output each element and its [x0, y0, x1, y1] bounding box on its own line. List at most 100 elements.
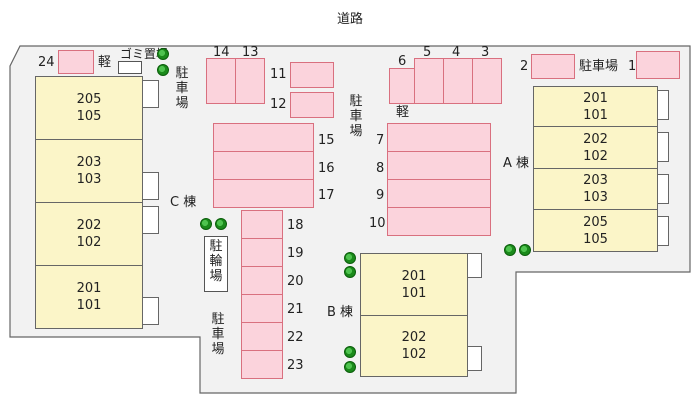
parking-space-20	[241, 266, 283, 295]
tree-icon	[344, 252, 356, 264]
tree-icon	[344, 346, 356, 358]
unit-lower: 103	[583, 190, 608, 205]
parking-space-24	[58, 50, 94, 74]
a-balcony	[657, 132, 669, 162]
space-number-21: 21	[287, 302, 304, 317]
parking-space-3	[472, 58, 502, 104]
parking-space-10	[387, 207, 491, 236]
c-balcony	[142, 80, 159, 108]
a-balcony	[657, 216, 669, 246]
unit-upper: 201	[401, 268, 427, 284]
space-number-6: 6	[398, 54, 407, 69]
a-building-label: A 棟	[503, 156, 530, 171]
tree-icon	[157, 64, 169, 76]
unit-upper: 201	[76, 281, 102, 296]
road-label: 道路	[336, 12, 363, 27]
tree-icon	[157, 48, 169, 60]
parking-space-21	[241, 294, 283, 323]
parking-space-5	[414, 58, 444, 104]
c-unit-202: 202 102	[35, 202, 143, 266]
kei-label-middle: 軽	[396, 105, 410, 120]
a-balcony	[657, 90, 669, 120]
space-number-9: 9	[376, 188, 385, 203]
kei-label-top-left: 軽	[98, 55, 112, 70]
space-number-3: 3	[481, 45, 490, 60]
unit-upper: 202	[401, 330, 427, 345]
parking-label-vertical: 駐車場	[175, 66, 189, 111]
unit-lower: 102	[76, 235, 102, 250]
unit-lower: 101	[401, 285, 427, 301]
parking-space-23	[241, 350, 283, 379]
parking-space-2	[531, 54, 575, 79]
tree-icon	[215, 218, 227, 230]
space-number-24: 24	[38, 55, 55, 70]
tree-icon	[344, 266, 356, 278]
a-balcony	[657, 174, 669, 204]
parking-space-17	[213, 179, 314, 208]
parking-space-13	[235, 58, 265, 104]
space-number-17: 17	[318, 188, 335, 203]
space-number-1: 1	[628, 59, 637, 74]
unit-upper: 205	[76, 92, 102, 107]
space-number-2: 2	[520, 59, 529, 74]
space-number-4: 4	[452, 45, 461, 60]
b-unit-201: 201 101	[360, 253, 468, 316]
space-number-19: 19	[287, 246, 304, 261]
parking-space-6	[389, 68, 415, 104]
parking-space-15	[213, 123, 314, 152]
unit-lower: 103	[76, 172, 102, 187]
space-number-15: 15	[318, 133, 335, 148]
space-number-14: 14	[213, 45, 230, 60]
parking-space-18	[241, 210, 283, 239]
parking-space-9	[387, 179, 491, 208]
unit-upper: 202	[76, 218, 102, 233]
c-balcony	[142, 206, 159, 234]
space-number-7: 7	[376, 133, 385, 148]
c-unit-205: 205 105	[35, 76, 143, 140]
tree-icon	[200, 218, 212, 230]
c-balcony	[142, 297, 159, 325]
parking-space-11	[290, 62, 334, 88]
c-building-label: C 棟	[170, 195, 197, 210]
c-unit-201: 201 101	[35, 265, 143, 329]
parking-space-7	[387, 123, 491, 152]
unit-upper: 201	[583, 90, 608, 106]
b-balcony	[467, 253, 482, 278]
parking-space-1	[636, 51, 680, 79]
tree-icon	[504, 244, 516, 256]
unit-upper: 203	[583, 173, 608, 188]
garbage-box	[118, 61, 142, 74]
unit-upper: 205	[583, 214, 608, 230]
unit-lower: 105	[76, 109, 102, 124]
garbage-label: ゴミ置場	[120, 47, 169, 61]
unit-lower: 102	[583, 148, 608, 164]
a-unit-205: 205 105	[533, 209, 658, 252]
bike-parking: 駐輪場	[204, 236, 228, 292]
parking-label-vertical: 駐車場	[349, 94, 363, 139]
b-building-label: B 棟	[327, 305, 354, 320]
c-unit-203: 203 103	[35, 139, 143, 203]
space-number-18: 18	[287, 218, 304, 233]
tree-icon	[519, 244, 531, 256]
space-number-16: 16	[318, 161, 335, 176]
space-number-11: 11	[270, 67, 287, 82]
parking-label-horizontal: 駐車場	[579, 59, 619, 74]
a-unit-203: 203 103	[533, 168, 658, 210]
space-number-23: 23	[287, 358, 304, 373]
unit-lower: 102	[401, 347, 427, 362]
b-unit-202: 202 102	[360, 315, 468, 377]
unit-lower: 101	[76, 298, 102, 313]
unit-upper: 203	[76, 155, 102, 170]
space-number-13: 13	[242, 45, 259, 60]
unit-lower: 105	[583, 231, 608, 247]
space-number-22: 22	[287, 330, 304, 345]
parking-space-12	[290, 92, 334, 118]
parking-space-19	[241, 238, 283, 267]
c-balcony	[142, 172, 159, 200]
a-unit-201: 201 101	[533, 86, 658, 127]
unit-lower: 101	[583, 107, 608, 123]
parking-space-14	[206, 58, 236, 104]
parking-space-8	[387, 151, 491, 180]
unit-upper: 202	[583, 131, 608, 147]
